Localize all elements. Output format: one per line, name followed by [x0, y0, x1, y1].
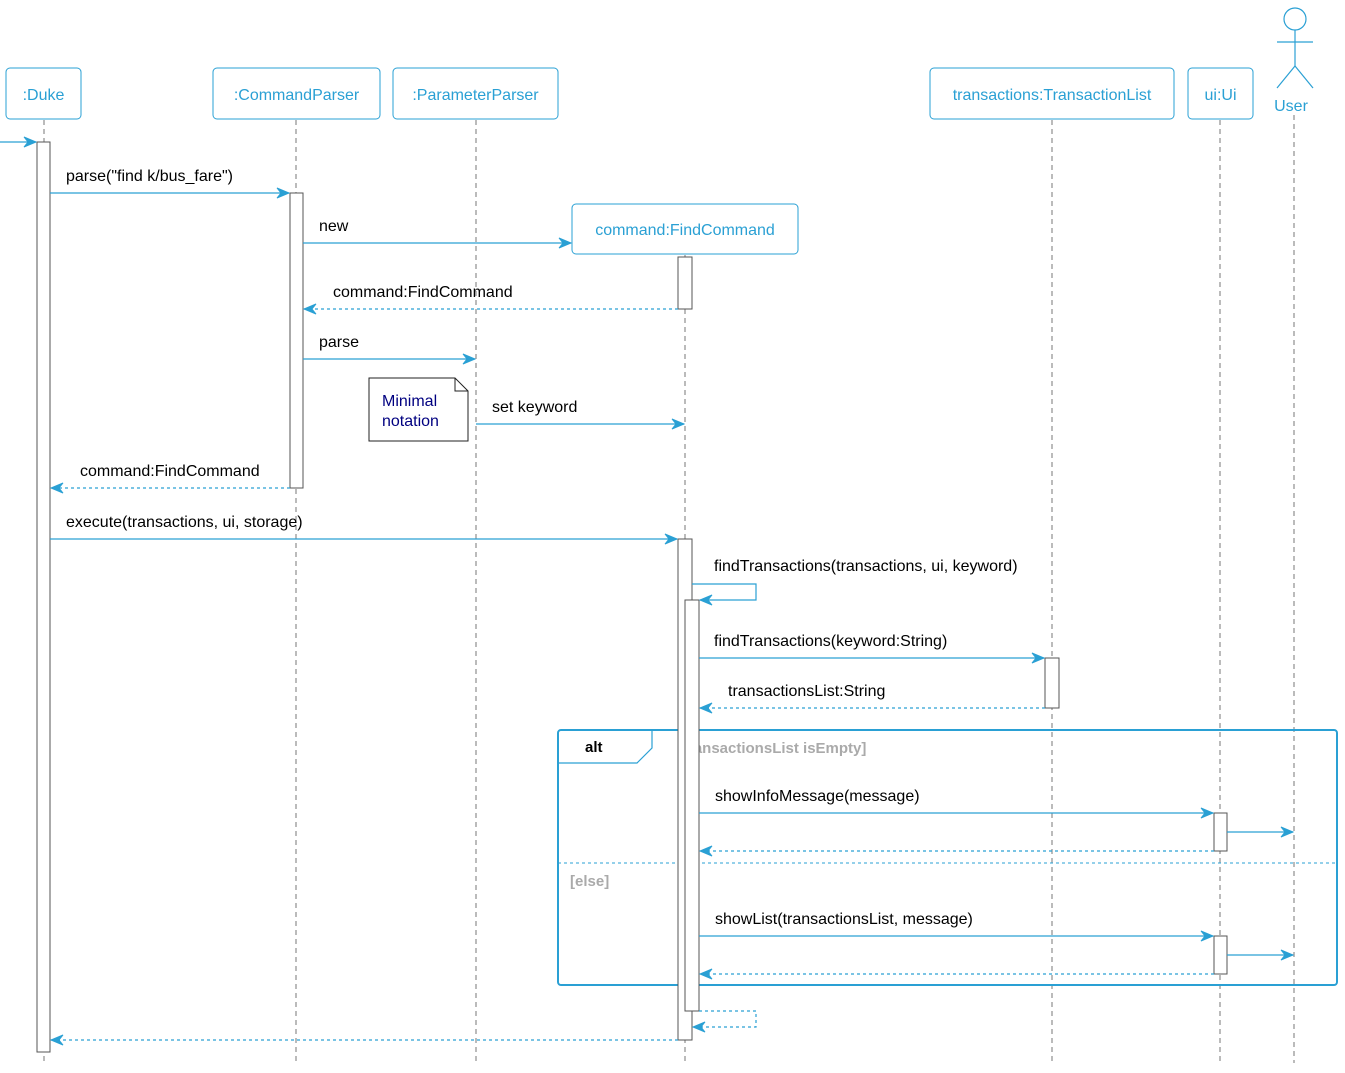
- alt-guard-else: [else]: [570, 873, 609, 890]
- message-find-transactions-list-label: findTransactions(keyword:String): [714, 633, 947, 650]
- return-command-label-2: command:FindCommand: [80, 463, 260, 480]
- participant-transaction-list-label: transactions:TransactionList: [953, 87, 1152, 104]
- alt-fragment-frame: [557, 729, 1338, 986]
- note: Minimal notation: [368, 377, 469, 442]
- activation-find-command-constructor: [677, 256, 693, 310]
- participant-find-command-label: command:FindCommand: [595, 222, 775, 239]
- message-new-label: new: [319, 218, 349, 235]
- participant-parameter-parser-box[interactable]: [392, 67, 559, 120]
- participant-duke-label: :Duke: [23, 87, 65, 104]
- message-show-info-label: showInfoMessage(message): [715, 788, 920, 805]
- activation-transaction-list: [1044, 657, 1060, 709]
- actor-stick-figure-icon[interactable]: [1276, 7, 1314, 89]
- message-show-list-label: showList(transactionsList, message): [715, 911, 973, 928]
- message-labels: parse("find k/bus_fare") new command:Fin…: [66, 168, 1018, 928]
- note-line-1: Minimal: [382, 393, 437, 410]
- message-parse-label: parse: [319, 334, 359, 351]
- activation-bars: [36, 141, 1228, 1053]
- participant-heads: :Duke :CommandParser :ParameterParser co…: [5, 67, 1254, 255]
- message-arrows: [0, 142, 1293, 1040]
- message-find-transactions-self-arrow: [692, 583, 757, 600]
- participant-parameter-parser-label: :ParameterParser: [412, 87, 539, 104]
- participant-find-command-box[interactable]: [571, 203, 799, 255]
- note-folded-corner: [454, 378, 468, 392]
- message-set-keyword-label: set keyword: [492, 399, 577, 416]
- activation-command-parser: [289, 192, 304, 489]
- participant-command-parser-box[interactable]: [212, 67, 381, 120]
- return-command-label-1: command:FindCommand: [333, 284, 513, 301]
- alt-fragment: alt [transactionsList isEmpty] [else]: [557, 729, 1338, 986]
- alt-guard-if: [transactionsList isEmpty]: [678, 740, 866, 757]
- return-self-arrow: [693, 1010, 757, 1027]
- participant-ui-box[interactable]: [1187, 67, 1254, 120]
- participant-transaction-list-box[interactable]: [929, 67, 1175, 120]
- actor-user-label: User: [1274, 98, 1308, 115]
- note-shape: [368, 377, 469, 442]
- participant-duke-box[interactable]: [5, 67, 82, 120]
- participant-ui-label: ui:Ui: [1204, 87, 1236, 104]
- participant-command-parser-label: :CommandParser: [234, 87, 360, 104]
- lifelines: [43, 115, 1295, 1063]
- return-transactions-list-label: transactionsList:String: [728, 683, 885, 700]
- message-parse-find-label: parse("find k/bus_fare"): [66, 168, 233, 185]
- message-find-transactions-self-label: findTransactions(transactions, ui, keywo…: [714, 558, 1018, 575]
- activation-duke: [36, 141, 51, 1053]
- alt-operator-tab: [558, 730, 653, 764]
- message-execute-label: execute(transactions, ui, storage): [66, 514, 303, 531]
- activation-ui-info: [1213, 812, 1228, 852]
- activation-find-command-nested: [684, 599, 700, 1012]
- note-line-2: notation: [382, 413, 439, 430]
- alt-operator-label: alt: [585, 739, 603, 756]
- activation-ui-list: [1213, 935, 1228, 975]
